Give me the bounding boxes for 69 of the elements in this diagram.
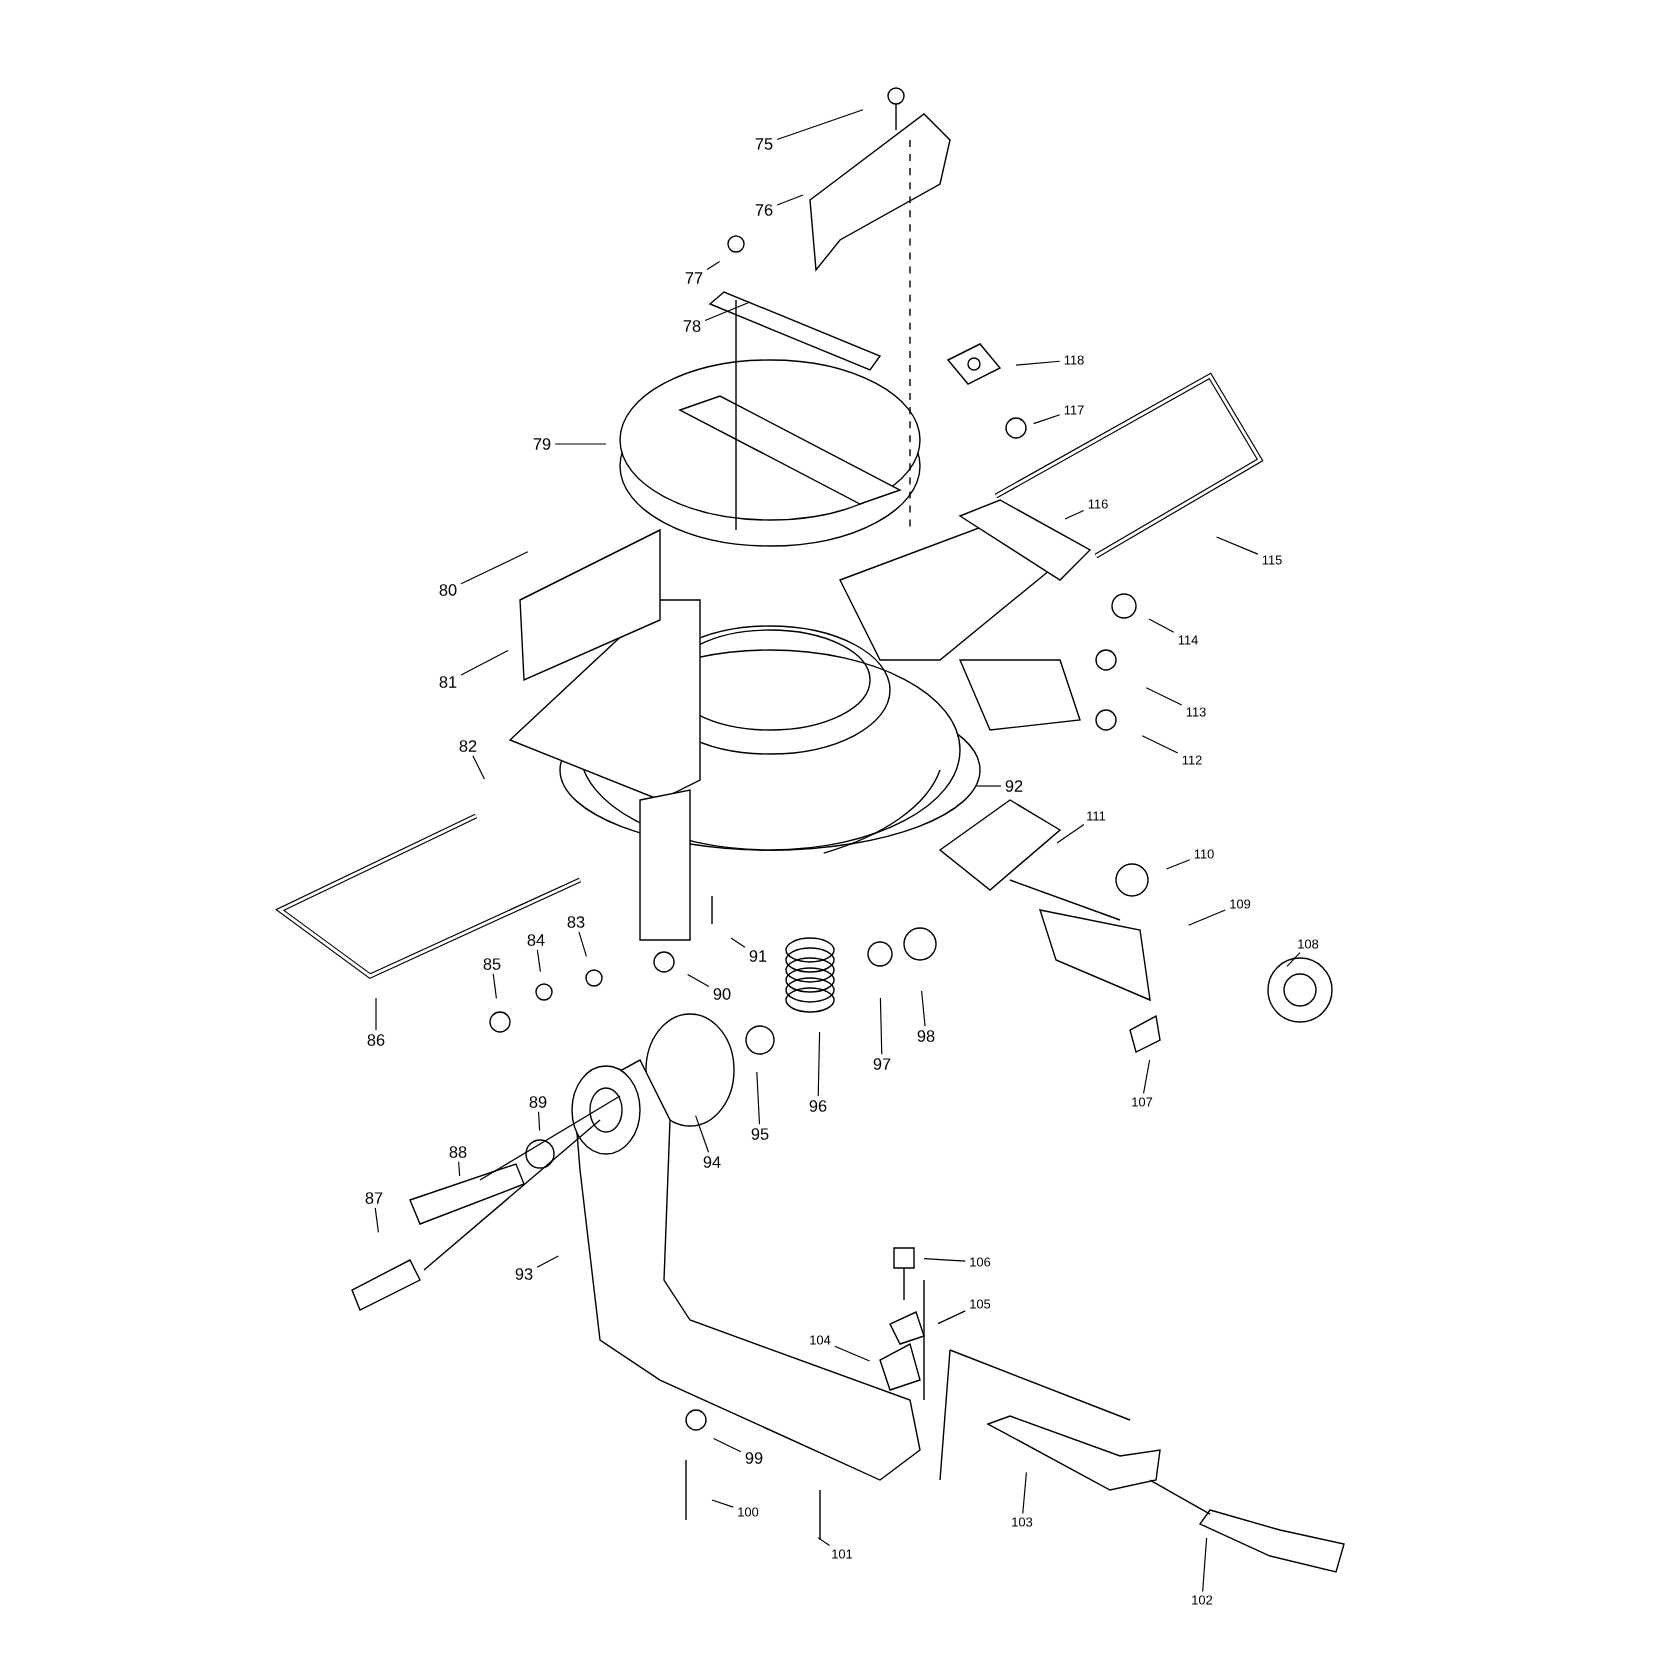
leader-line: [1286, 951, 1301, 967]
callout-number: 84: [523, 930, 549, 950]
callout-number: 78: [679, 316, 705, 336]
leader-line: [704, 301, 751, 322]
leader-line: [536, 1255, 559, 1268]
leader-line: [1033, 414, 1061, 425]
callout-number: 91: [745, 946, 771, 966]
callout-number: 81: [435, 672, 461, 692]
callout-number: 90: [709, 984, 735, 1004]
leader-line: [536, 949, 541, 973]
callout-number: 80: [435, 580, 461, 600]
callout-number: 83: [563, 912, 589, 932]
leader-line: [756, 1071, 761, 1125]
leader-line: [817, 1031, 821, 1097]
leader-line: [554, 443, 607, 445]
leader-line: [1216, 536, 1259, 555]
leader-line: [1145, 687, 1183, 706]
leader-line: [1015, 360, 1061, 366]
leader-line: [1148, 618, 1175, 633]
leader-line: [472, 755, 485, 780]
callout-number: 88: [445, 1142, 471, 1162]
leader-line: [687, 973, 710, 988]
leader-line: [817, 1537, 831, 1547]
leader-line: [921, 990, 926, 1027]
leader-line: [923, 1258, 966, 1262]
leader-line: [492, 973, 497, 999]
leader-line: [1188, 909, 1226, 926]
leader-line: [879, 997, 883, 1055]
leader-line: [1142, 1059, 1151, 1095]
leader-line: [1202, 1537, 1208, 1593]
leader-line: [1165, 859, 1191, 870]
callout-number: 86: [363, 1030, 389, 1050]
callout-number: 87: [361, 1188, 387, 1208]
leader-line: [937, 1310, 966, 1325]
callout-number: 99: [741, 1448, 767, 1468]
callout-number: 79: [529, 434, 555, 454]
callout-number: 96: [805, 1096, 831, 1116]
leader-line: [695, 1115, 710, 1153]
leader-line: [375, 997, 377, 1031]
callout-number: 92: [1001, 776, 1027, 796]
callout-number: 85: [479, 954, 505, 974]
leader-line: [730, 937, 746, 948]
leader-line: [374, 1207, 379, 1233]
leader-line: [776, 109, 864, 141]
leader-line: [1064, 509, 1085, 520]
callout-number: 93: [511, 1264, 537, 1284]
leader-line: [1022, 1471, 1027, 1515]
leader-line: [975, 785, 1002, 787]
leader-line: [706, 261, 721, 271]
leader-line: [537, 1111, 541, 1131]
leader-line: [578, 931, 587, 957]
callout-number: 75: [751, 134, 777, 154]
leader-line: [458, 1161, 461, 1177]
callout-number: 94: [699, 1152, 725, 1172]
leader-line: [711, 1499, 734, 1508]
callout-number: 95: [747, 1124, 773, 1144]
leader-line: [1056, 823, 1085, 844]
callout-number: 77: [681, 268, 707, 288]
leader-line: [776, 194, 804, 206]
callout-number: 97: [869, 1054, 895, 1074]
leader-line: [834, 1345, 871, 1362]
callout-number: 98: [913, 1026, 939, 1046]
callout-number: 89: [525, 1092, 551, 1112]
leader-line: [1141, 735, 1179, 754]
callout-number: 82: [455, 736, 481, 756]
callout-number: 76: [751, 200, 777, 220]
leader-line: [460, 551, 529, 585]
leader-line: [713, 1437, 742, 1453]
leader-line: [460, 649, 509, 676]
